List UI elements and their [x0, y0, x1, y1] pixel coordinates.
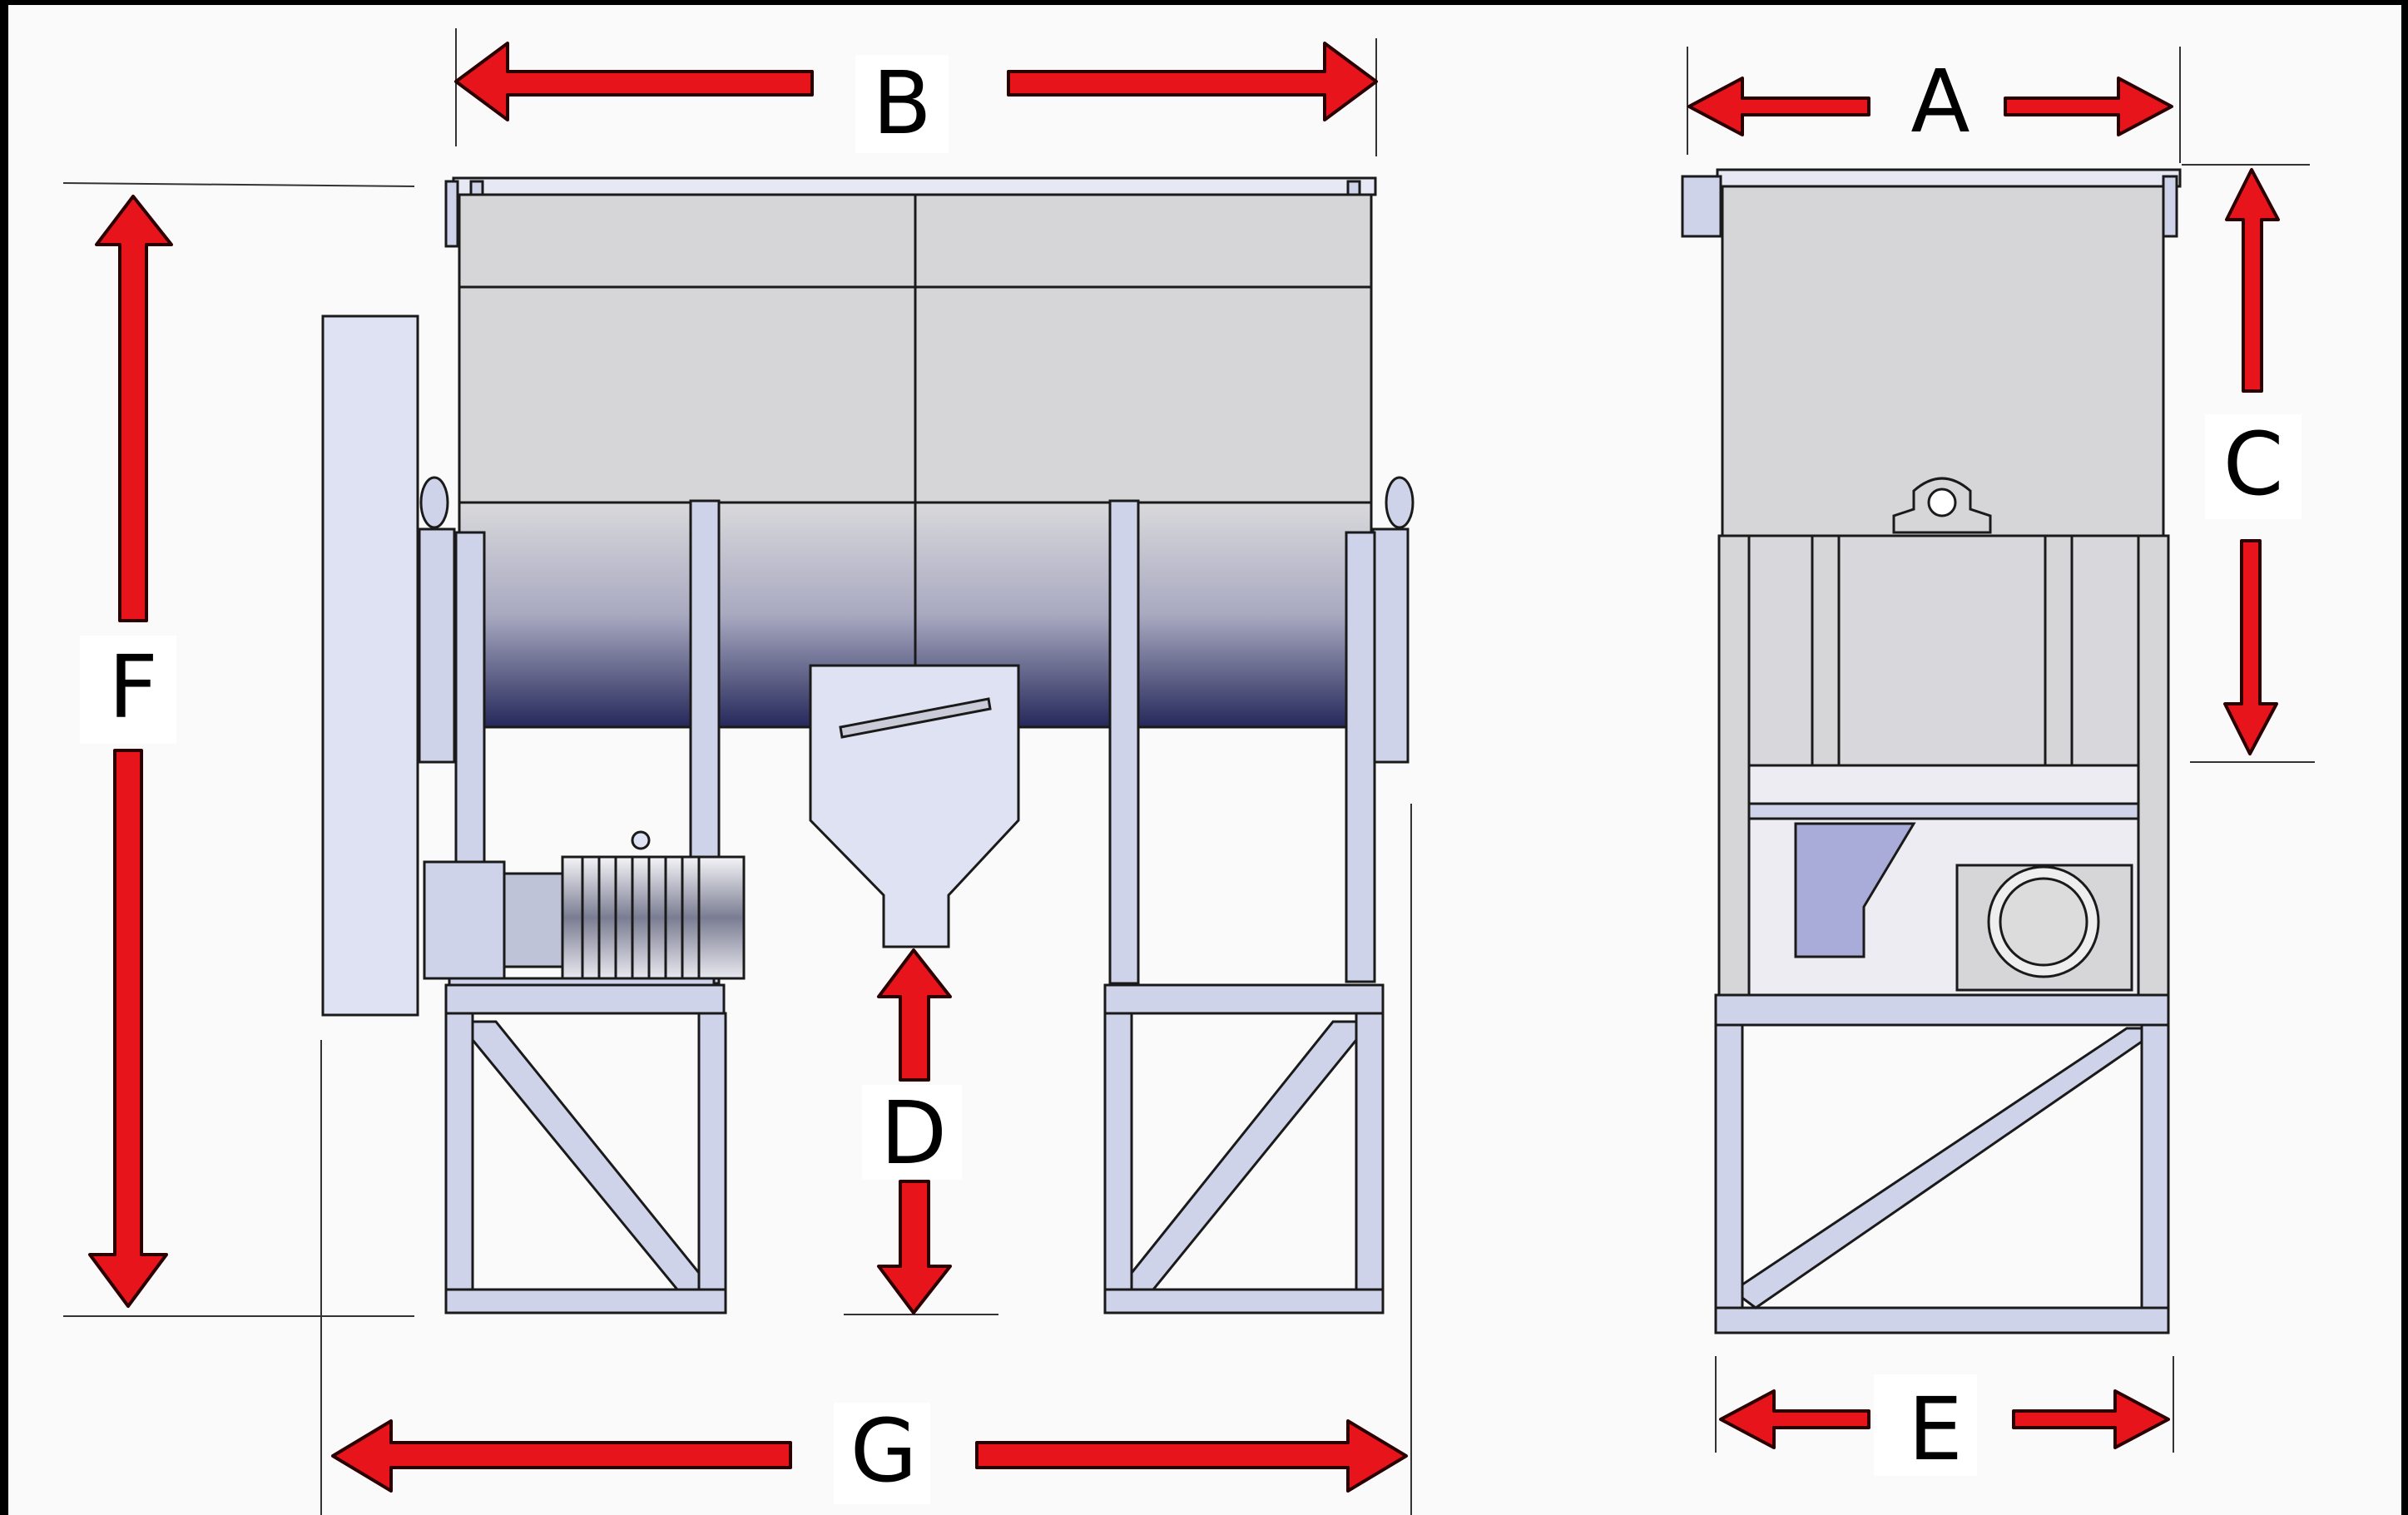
stand-right-leg-1 [1103, 1012, 1133, 1314]
side-lid [1716, 168, 2182, 188]
dimension-label-e: E [1908, 1379, 1963, 1480]
bearing-left [419, 476, 449, 529]
side-clamp-right [2162, 175, 2178, 238]
stand-right-brace [1130, 1020, 1358, 1291]
dimension-label-f: F [108, 636, 158, 738]
dimension-label-g: G [850, 1400, 918, 1502]
side-stand-leg-1 [1714, 1023, 1744, 1334]
coupling [503, 872, 564, 968]
stand-right-top [1103, 983, 1385, 1015]
front-view [321, 176, 1415, 1314]
side-post-1 [1717, 534, 1751, 1003]
label-bg-d [862, 1085, 962, 1180]
post-3 [1108, 499, 1140, 985]
arrow-g-right [975, 1419, 1408, 1493]
stand-left-top [444, 983, 726, 1015]
motor-eyebolt [631, 830, 651, 850]
dimension-label-d: D [880, 1082, 947, 1184]
arrow-a-left [1687, 77, 1870, 136]
side-stand-top [1714, 993, 2170, 1027]
gearbox [423, 860, 506, 980]
dimension-label-a: A [1910, 51, 1970, 152]
bearing-right [1385, 476, 1415, 529]
arrow-c-top [2225, 168, 2280, 393]
extension-lines [62, 28, 2315, 1515]
arrow-b-left [454, 42, 814, 121]
arrow-g-left [331, 1419, 792, 1493]
label-bg-g [834, 1403, 930, 1504]
post-4 [1345, 531, 1376, 983]
dimension-arrows [88, 42, 2280, 1493]
arrow-f-top [95, 195, 173, 622]
side-post-2 [1811, 534, 1841, 770]
discharge-slot [839, 697, 992, 739]
arrow-d-bottom [877, 1180, 952, 1314]
arrow-f-bottom [88, 749, 168, 1308]
side-bearing-bore [1927, 488, 1957, 517]
stand-left-brace [471, 1020, 701, 1291]
stand-left-bottom [444, 1288, 727, 1314]
front-lid [452, 176, 1377, 196]
side-post-4 [2137, 534, 2170, 1003]
label-bg-c [2205, 414, 2301, 519]
arrow-c-bottom [2223, 539, 2278, 755]
arrow-a-right [2004, 77, 2173, 136]
drive-guard [321, 314, 419, 1017]
stand-left-leg-2 [697, 1012, 727, 1314]
label-bg-e [1874, 1374, 1977, 1476]
dimension-label-c: C [2223, 413, 2284, 515]
side-frame-band [1721, 534, 2165, 767]
motor-body [561, 855, 746, 980]
side-motor-fan-inner [1999, 877, 2088, 967]
arrow-e-left [1719, 1389, 1870, 1449]
dimension-label-b: B [872, 52, 931, 154]
arrow-b-right [1007, 42, 1378, 121]
side-hopper [1794, 822, 1916, 958]
label-bg-f [80, 636, 176, 744]
end-plate-left [418, 527, 456, 764]
arrow-e-right [2012, 1389, 2170, 1449]
side-view [1681, 168, 2182, 1334]
stand-left-leg-1 [444, 1012, 474, 1314]
side-clamp [1681, 175, 1722, 238]
side-post-3 [2044, 534, 2074, 770]
discharge-hopper [809, 664, 1020, 948]
side-rail [1747, 802, 2140, 820]
stand-right-bottom [1103, 1288, 1385, 1314]
end-plate-right [1371, 527, 1410, 764]
side-stand-brace [1741, 1027, 2143, 1310]
lid-clamp-left [444, 180, 459, 248]
side-stand-leg-2 [2140, 1023, 2170, 1334]
side-stand-bottom [1714, 1306, 2170, 1334]
stand-right-leg-2 [1355, 1012, 1385, 1314]
arrow-d-top [877, 948, 952, 1082]
label-bg-b [855, 55, 949, 153]
